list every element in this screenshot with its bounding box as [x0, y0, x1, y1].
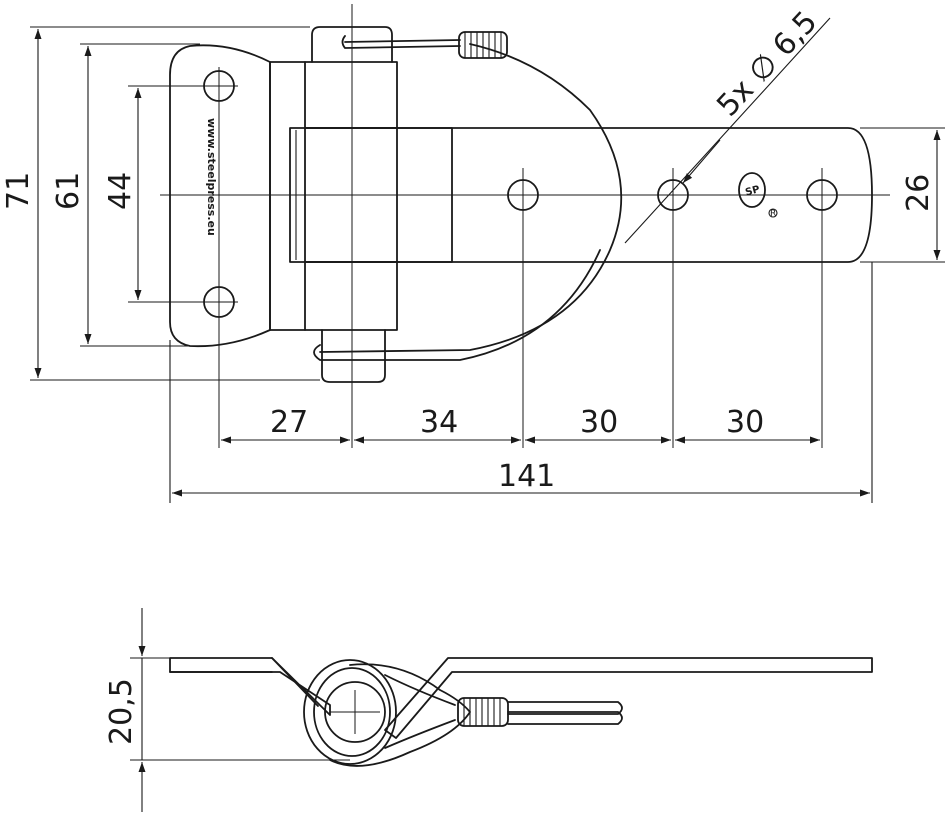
spring-wire-hook-top: [341, 35, 461, 49]
dim-26: 26: [901, 174, 936, 212]
hole-plate-top: [200, 67, 238, 105]
side-base-plate: [169, 657, 331, 716]
side-knuckle-outer: [303, 659, 397, 765]
spring-coil: [458, 31, 508, 59]
side-view: 20,5: [104, 608, 873, 812]
mounting-plate: [169, 44, 271, 348]
dim-141: 141: [498, 459, 555, 494]
side-spring-coil: [457, 697, 509, 727]
svg-text:SP: SP: [744, 184, 761, 198]
logo: SP R: [738, 172, 778, 219]
plate-url-text: www.steelpress.eu: [205, 118, 218, 236]
side-strap: [384, 657, 873, 739]
svg-text:R: R: [770, 209, 776, 219]
dim-20-5: 20,5: [104, 678, 139, 745]
side-plate-bend: [271, 657, 319, 707]
hinge-knuckle: [269, 61, 398, 331]
hole-spec: 5x ∅ 6,5: [710, 5, 824, 124]
dim-34: 34: [420, 405, 458, 440]
hinge-cutout-lower: [304, 261, 398, 331]
side-wire-tail: [507, 701, 623, 725]
spring-wire-hook-bottom: [313, 249, 601, 361]
pin-bottom: [321, 329, 386, 383]
hole-spec-leader: [624, 17, 831, 244]
side-knuckle-mid: [313, 667, 391, 757]
dim-71: 71: [1, 172, 36, 210]
top-view: www.steelpress.eu SP R 71 61 44: [1, 4, 945, 503]
dim-30a: 30: [580, 405, 618, 440]
side-pin: [324, 681, 386, 743]
dim-30b: 30: [726, 405, 764, 440]
spring-wire-outer: [319, 43, 623, 353]
hole-spec-arrow: [682, 139, 721, 184]
spring-wire-inner: [344, 39, 461, 43]
side-wire-loop: [329, 663, 471, 767]
dim-61: 61: [51, 172, 86, 210]
side-wire-loop-inner: [384, 674, 456, 749]
hinge-cutout: [304, 61, 398, 129]
dim-44: 44: [103, 172, 138, 210]
dim-27: 27: [270, 405, 308, 440]
